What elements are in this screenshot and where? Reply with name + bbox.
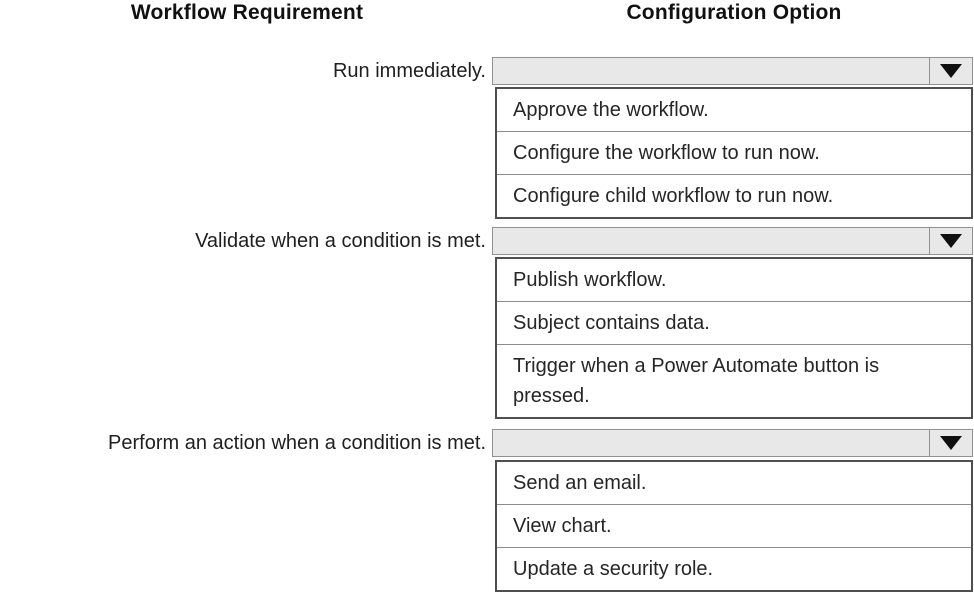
dropdown-arrow-button[interactable] <box>929 228 972 254</box>
option-item[interactable]: Approve the workflow. <box>497 89 971 131</box>
dropdown-selected-value <box>503 430 922 456</box>
requirement-label-perform-action: Perform an action when a condition is me… <box>108 432 486 454</box>
option-item[interactable]: Publish workflow. <box>497 259 971 301</box>
option-item[interactable]: Send an email. <box>497 462 971 504</box>
dropdown-validate-condition[interactable] <box>492 227 973 255</box>
option-item[interactable]: Update a security role. <box>497 547 971 590</box>
requirement-label-run-immediately: Run immediately. <box>332 60 486 82</box>
dropdown-selected-value <box>503 58 922 84</box>
option-item[interactable]: Subject contains data. <box>497 301 971 344</box>
dropdown-arrow-button[interactable] <box>929 430 972 456</box>
options-list-run-immediately: Approve the workflow. Configure the work… <box>495 87 973 219</box>
requirement-label-validate-condition: Validate when a condition is met. <box>195 230 486 252</box>
option-item[interactable]: Configure child workflow to run now. <box>497 174 971 217</box>
chevron-down-icon <box>940 436 962 450</box>
option-item[interactable]: View chart. <box>497 504 971 547</box>
chevron-down-icon <box>940 64 962 78</box>
options-list-perform-action: Send an email. View chart. Update a secu… <box>495 460 973 592</box>
option-item[interactable]: Trigger when a Power Automate button is … <box>497 344 971 417</box>
dropdown-arrow-button[interactable] <box>929 58 972 84</box>
column-header-workflow-requirement: Workflow Requirement <box>130 1 364 24</box>
dropdown-run-immediately[interactable] <box>492 57 973 85</box>
option-item[interactable]: Configure the workflow to run now. <box>497 131 971 174</box>
options-list-validate-condition: Publish workflow. Subject contains data.… <box>495 257 973 419</box>
column-header-configuration-option: Configuration Option <box>626 1 842 24</box>
chevron-down-icon <box>940 234 962 248</box>
dropdown-perform-action[interactable] <box>492 429 973 457</box>
dropdown-selected-value <box>503 228 922 254</box>
